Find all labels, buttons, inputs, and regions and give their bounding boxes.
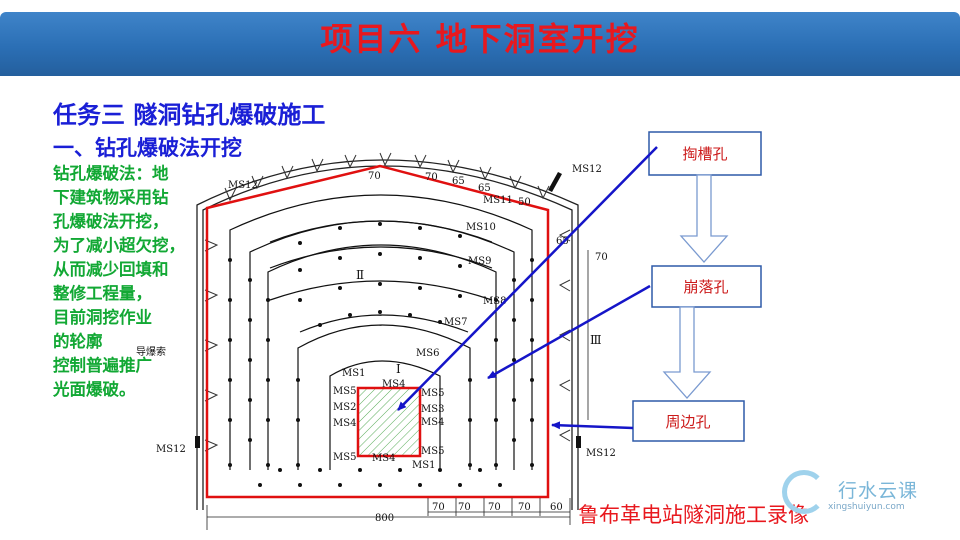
dimension-label: 70: [368, 171, 381, 182]
label-ms7: MS7: [444, 317, 467, 328]
perimeter-holes-label: 周边孔: [665, 413, 710, 431]
label-ms3: MS3: [421, 404, 444, 415]
cut-holes-box: [648, 131, 762, 176]
watermark-logo-icon: [782, 470, 826, 514]
label-ms6: MS6: [416, 348, 439, 359]
label-ms1: MS1: [412, 460, 435, 471]
dimension-label: 70: [458, 502, 471, 513]
cut-holes-label: 掏槽孔: [682, 145, 727, 163]
label-ms4: MS4: [421, 417, 444, 428]
page-title: 项目六 地下洞室开挖: [320, 20, 640, 58]
description-line: 控制普遍推广: [53, 356, 152, 375]
marker-top-right: [548, 172, 562, 192]
description-line: 孔爆破法开挖，: [53, 212, 169, 231]
label-ms12: MS12: [228, 180, 258, 191]
label-ms4: MS4: [333, 418, 356, 429]
caving-holes-box: [651, 265, 762, 308]
dimension-label: 70: [595, 252, 608, 263]
label-ms5: MS5: [333, 386, 356, 397]
description-text: 钻孔爆破法：地 下建筑物采用钻 孔爆破法开挖， 为了减小超欠挖， 从而减少回填和…: [53, 162, 203, 402]
description-line: 目前洞挖作业: [53, 308, 152, 327]
perimeter-holes-box: [632, 400, 745, 442]
label-ms12: MS12: [572, 164, 602, 175]
label-ms5: MS5: [333, 452, 356, 463]
dimension-label: 70: [518, 502, 531, 513]
pointer-arrows: [397, 146, 658, 430]
zone-label: Ⅲ: [590, 333, 602, 347]
zone-label: Ⅱ: [356, 268, 364, 282]
dimension-label: 65: [452, 176, 465, 187]
video-caption: 鲁布革电站隧洞施工录像: [578, 503, 809, 527]
label-ms10: MS10: [466, 222, 496, 233]
perimeter-outline: [205, 164, 550, 499]
label-ms9: MS9: [468, 256, 491, 267]
hole-contour-rings: [229, 194, 533, 470]
dimension-label: 60: [550, 502, 563, 513]
marker-right: [576, 436, 581, 448]
dimension-label: 65: [478, 183, 491, 194]
description-line: 钻孔爆破法：地: [53, 164, 169, 183]
task-title: 任务三 隧洞钻孔爆破施工: [53, 101, 326, 129]
description-line: 从而减少回填和: [53, 260, 169, 279]
label-ms5: MS5: [421, 388, 444, 399]
rock-hatch-marks: [204, 152, 571, 452]
label-ms8: MS8: [483, 296, 506, 307]
marker-left: [195, 436, 200, 448]
detonating-cord-label: 导爆索: [136, 345, 166, 358]
label-ms1: MS1: [342, 368, 365, 379]
watermark-name: 行水云课: [838, 480, 919, 502]
label-ms2: MS2: [333, 402, 356, 413]
diagram-labels: MS12 MS12 MS12 MS12 MS11 MS10 MS9 MS8 MS…: [136, 164, 616, 524]
flow-arrow-down: [662, 306, 712, 399]
dimension-lines: [206, 250, 589, 530]
section-title: 一、钻孔爆破法开挖: [53, 136, 242, 160]
description-line: 的轮廓: [53, 332, 103, 351]
label-ms5: MS5: [421, 446, 444, 457]
dimension-label: 50: [518, 197, 531, 208]
dimension-label: 800: [375, 513, 394, 524]
label-ms11: MS11: [483, 195, 513, 206]
dimension-label: 70: [432, 502, 445, 513]
description-line: 为了减小超欠挖，: [53, 236, 185, 255]
dimension-label: 70: [425, 172, 438, 183]
label-ms12: MS12: [156, 444, 186, 455]
label-ms12: MS12: [586, 448, 616, 459]
description-line: 光面爆破。: [53, 380, 136, 399]
title-banner: [0, 12, 960, 76]
label-ms4: MS4: [372, 453, 395, 464]
description-line: 整修工程量，: [53, 284, 152, 303]
watermark-url: xingshuiyun.com: [828, 502, 905, 512]
description-line: 下建筑物采用钻: [53, 188, 169, 207]
label-ms4: MS4: [382, 379, 405, 390]
dimension-label: 70: [488, 502, 501, 513]
caving-holes-label: 崩落孔: [683, 278, 728, 296]
flow-arrow-down: [679, 174, 729, 263]
zone-label: Ⅰ: [396, 362, 401, 376]
drill-holes: [228, 222, 534, 487]
